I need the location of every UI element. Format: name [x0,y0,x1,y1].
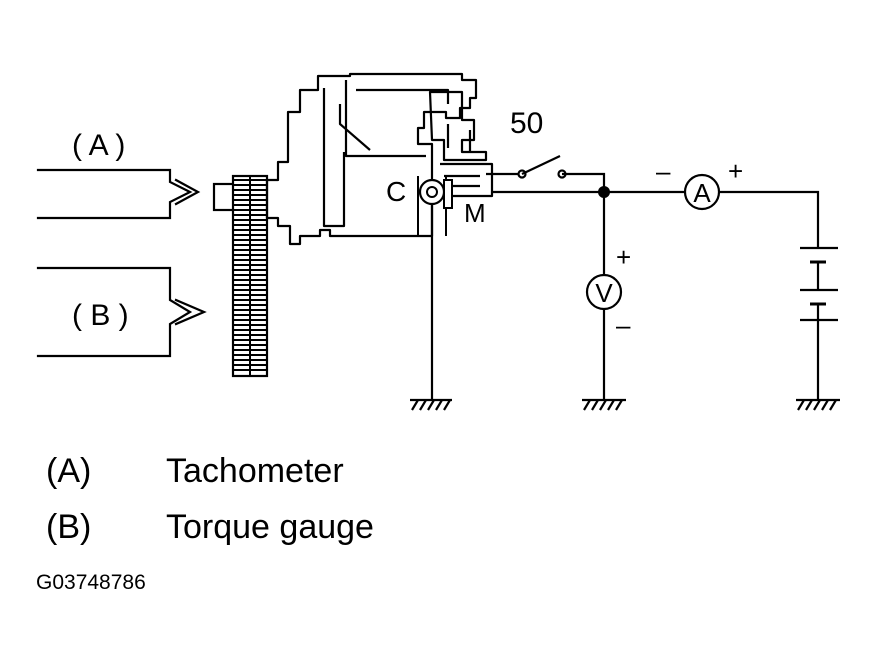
voltmeter-minus-sign: – [616,310,631,340]
ground-symbol-starter [410,398,452,411]
ground-symbol-voltmeter [582,398,626,411]
ammeter-letter: A [693,178,711,208]
legend-value-a: Tachometer [166,452,344,490]
ammeter-to-battery-wire [719,190,820,248]
label-terminal-c: C [386,176,406,207]
ground-symbol-battery [796,398,840,411]
starter-motor-body [265,72,478,246]
switch-lever [521,155,561,175]
ammeter-minus-sign: – [656,156,671,186]
legend-value-b: Torque gauge [166,508,374,546]
coupling-hub [212,182,236,212]
ammeter-plus-sign: + [728,156,743,186]
torque-gauge-arrow [36,266,207,358]
legend-key-a: (A) [46,452,92,490]
tachometer-arrow [36,168,201,220]
pinion-gear [231,174,269,378]
motor-inner-housing [322,80,450,228]
switch-to-junction-wire [562,172,606,190]
voltmeter-plus-sign: + [616,242,631,272]
label-terminal-50: 50 [510,107,543,140]
label-a: ( A ) [72,129,125,162]
junction-node [598,186,610,198]
voltmeter-letter: V [595,278,613,308]
solenoid-body [428,90,488,162]
legend-key-b: (B) [46,508,92,546]
battery-symbol [800,246,838,400]
label-b: ( B ) [72,299,129,332]
figure-code: G03748786 [36,571,146,594]
label-terminal-m: M [464,198,486,228]
terminal-c-connector [417,176,453,236]
